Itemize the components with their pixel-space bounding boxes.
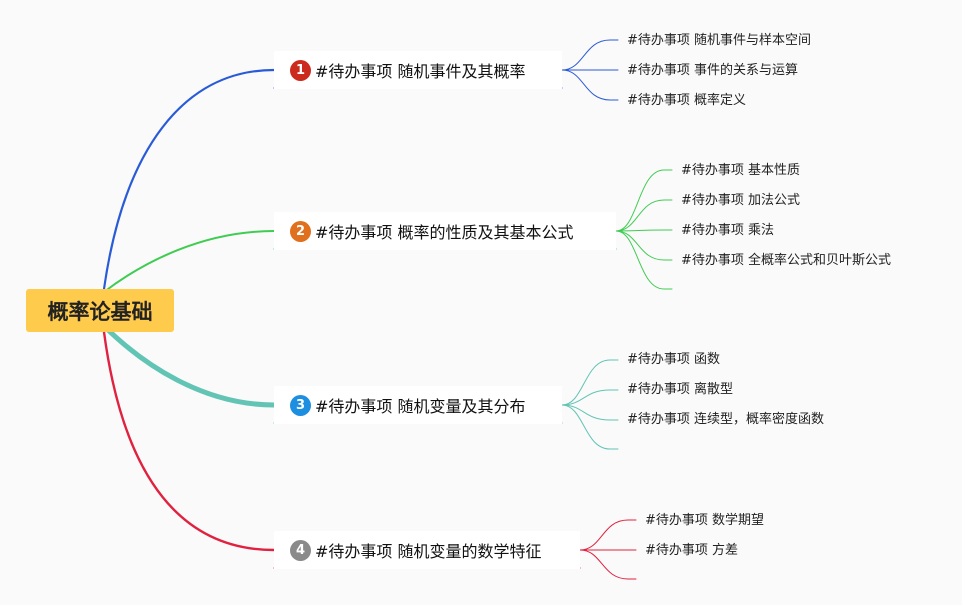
branch-number-badge: 1	[290, 59, 311, 81]
branch-number-badge: 3	[290, 394, 311, 416]
branch-node-1[interactable]: 1 #待办事项 随机事件及其概率	[274, 51, 562, 89]
branch-node-2[interactable]: 2 #待办事项 概率的性质及其基本公式	[274, 212, 616, 250]
leaf-node[interactable]: #待办事项 乘法	[681, 223, 775, 238]
branch-connector	[103, 230, 275, 293]
leaf-connector	[561, 69, 619, 101]
branch-label: #待办事项 随机事件及其概率	[315, 62, 526, 81]
branch-label: #待办事项 随机变量及其分布	[315, 397, 526, 416]
leaf-connector	[561, 404, 619, 450]
branch-connector	[101, 323, 277, 408]
leaf-connector	[561, 389, 619, 406]
branch-connector	[102, 330, 276, 552]
leaf-node[interactable]: #待办事项 概率定义	[627, 93, 747, 108]
leaf-connector	[615, 199, 673, 232]
leaf-connector	[615, 230, 673, 261]
root-node[interactable]: 概率论基础	[26, 289, 174, 332]
leaf-connector	[615, 229, 673, 232]
leaf-node[interactable]: #待办事项 方差	[645, 543, 739, 558]
leaf-connector	[579, 549, 637, 580]
leaf-connector	[561, 359, 619, 406]
branch-connector	[102, 68, 276, 291]
branch-label: #待办事项 随机变量的数学特征	[315, 542, 542, 561]
leaf-node[interactable]: #待办事项 数学期望	[645, 513, 765, 528]
leaf-node[interactable]: #待办事项 事件的关系与运算	[627, 63, 799, 78]
leaf-node[interactable]: #待办事项 随机事件与样本空间	[627, 33, 812, 48]
leaf-node[interactable]: #待办事项 离散型	[627, 382, 734, 397]
leaf-connector	[579, 519, 637, 551]
branch-number-badge: 2	[290, 220, 311, 242]
leaf-connector	[615, 169, 673, 232]
branch-number-badge: 4	[290, 539, 311, 561]
root-label: 概率论基础	[47, 299, 153, 324]
leaf-node[interactable]: #待办事项 全概率公式和贝叶斯公式	[681, 253, 892, 268]
branch-node-4[interactable]: 4 #待办事项 随机变量的数学特征	[274, 531, 580, 569]
leaf-node[interactable]: #待办事项 函数	[627, 352, 721, 367]
leaf-connector	[615, 230, 673, 290]
leaf-connector	[561, 404, 619, 421]
leaf-node[interactable]: #待办事项 连续型，概率密度函数	[627, 412, 825, 427]
leaf-connector	[561, 39, 619, 71]
branch-node-3[interactable]: 3 #待办事项 随机变量及其分布	[274, 386, 562, 424]
leaf-node[interactable]: #待办事项 加法公式	[681, 193, 801, 208]
leaf-node[interactable]: #待办事项 基本性质	[681, 163, 801, 178]
branch-label: #待办事项 概率的性质及其基本公式	[315, 223, 574, 242]
